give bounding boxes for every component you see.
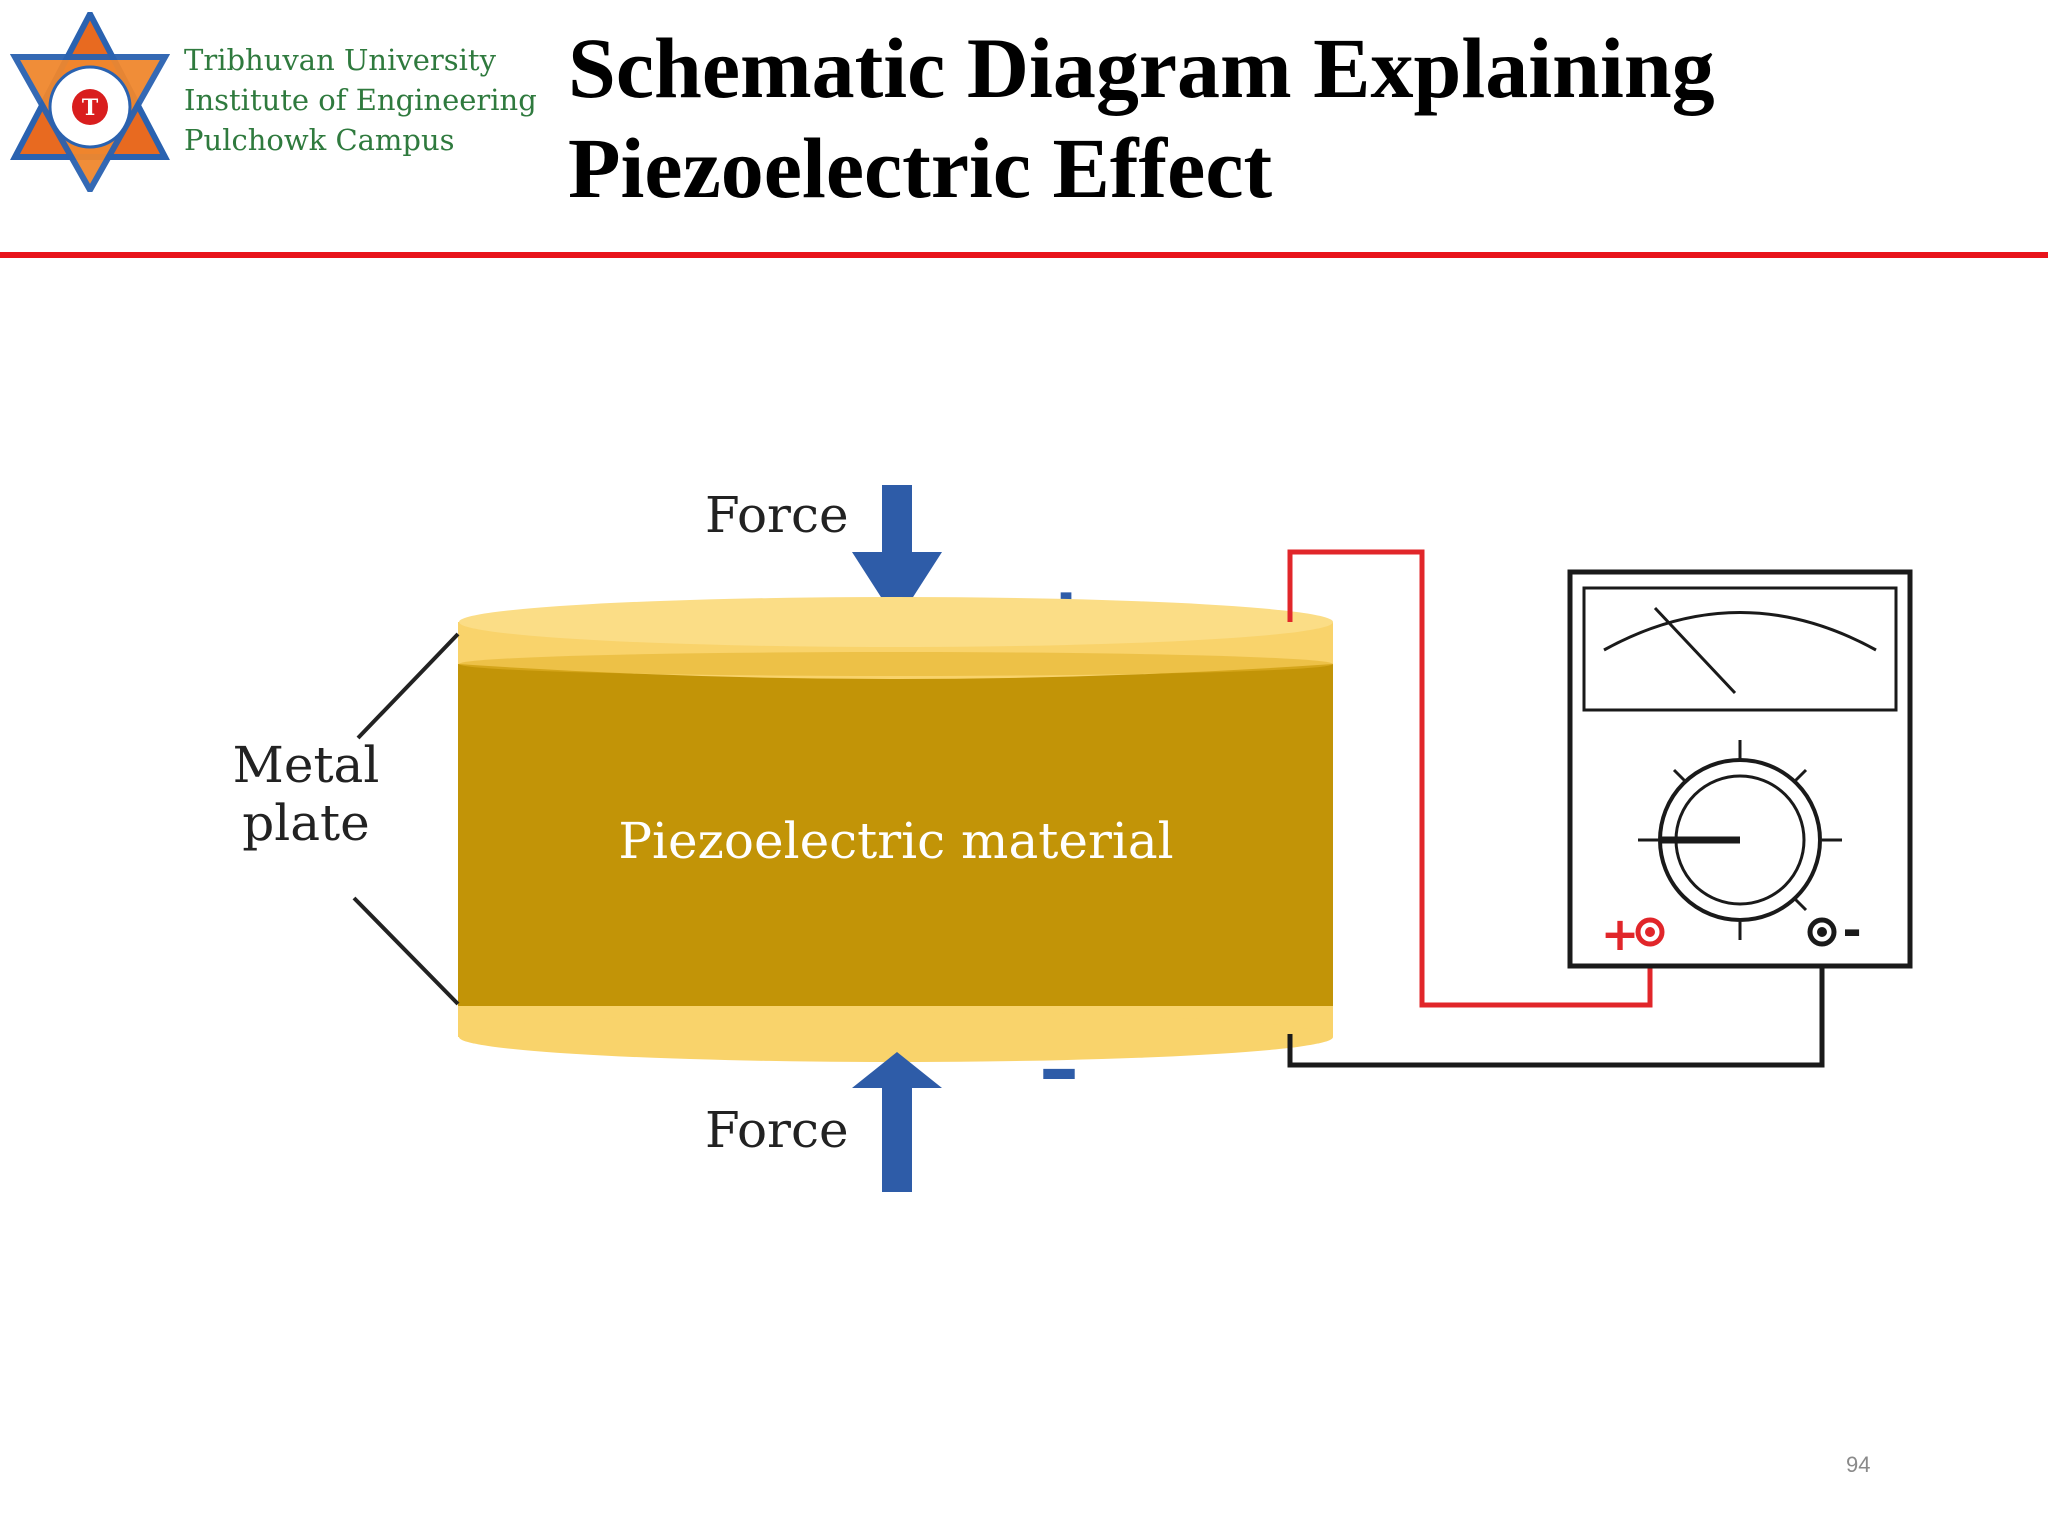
material-label: Piezoelectric material xyxy=(618,812,1173,870)
page-number: 94 xyxy=(1846,1452,1871,1477)
red-wire xyxy=(1287,549,1653,1008)
meter-positive-terminal-label: + xyxy=(1601,907,1640,961)
black-wire xyxy=(1287,932,1825,1068)
university-name: Tribhuvan University xyxy=(184,43,496,77)
plate-pointer-top xyxy=(356,632,460,740)
voltmeter-icon xyxy=(1567,569,1913,969)
plate-pointer-bottom xyxy=(352,896,460,1006)
force-arrow-up-icon xyxy=(852,1052,942,1192)
piezoelectric-material-block xyxy=(458,664,1333,1006)
page-title-line-1: Schematic Diagram Explaining xyxy=(568,20,1715,116)
institute-name: Institute of Engineering xyxy=(184,83,537,117)
meter-negative-terminal-label: - xyxy=(1842,903,1861,957)
page-title-line-2: Piezoelectric Effect xyxy=(568,120,1273,216)
top-metal-plate xyxy=(458,597,1333,679)
force-label-bottom: Force xyxy=(705,1101,849,1159)
tribhuvan-university-emblem-icon: T xyxy=(10,12,170,192)
metal-plate-label-line-1: Metal xyxy=(233,736,380,794)
svg-text:T: T xyxy=(82,95,99,121)
negative-charge-sign: – xyxy=(1039,1022,1079,1115)
page-title: Schematic Diagram Explaining Piezoelectr… xyxy=(568,18,2008,218)
institution-name: Tribhuvan University Institute of Engine… xyxy=(184,40,537,160)
header-divider xyxy=(0,252,2048,258)
piezoelectric-diagram: Force + Piezoelectric material Metal pla… xyxy=(233,485,1913,1192)
bottom-metal-plate xyxy=(458,997,1333,1062)
metal-plate-label-line-2: plate xyxy=(242,794,370,852)
force-arrow-down-icon xyxy=(852,485,942,622)
force-label-top: Force xyxy=(705,486,849,544)
campus-name: Pulchowk Campus xyxy=(184,123,455,157)
